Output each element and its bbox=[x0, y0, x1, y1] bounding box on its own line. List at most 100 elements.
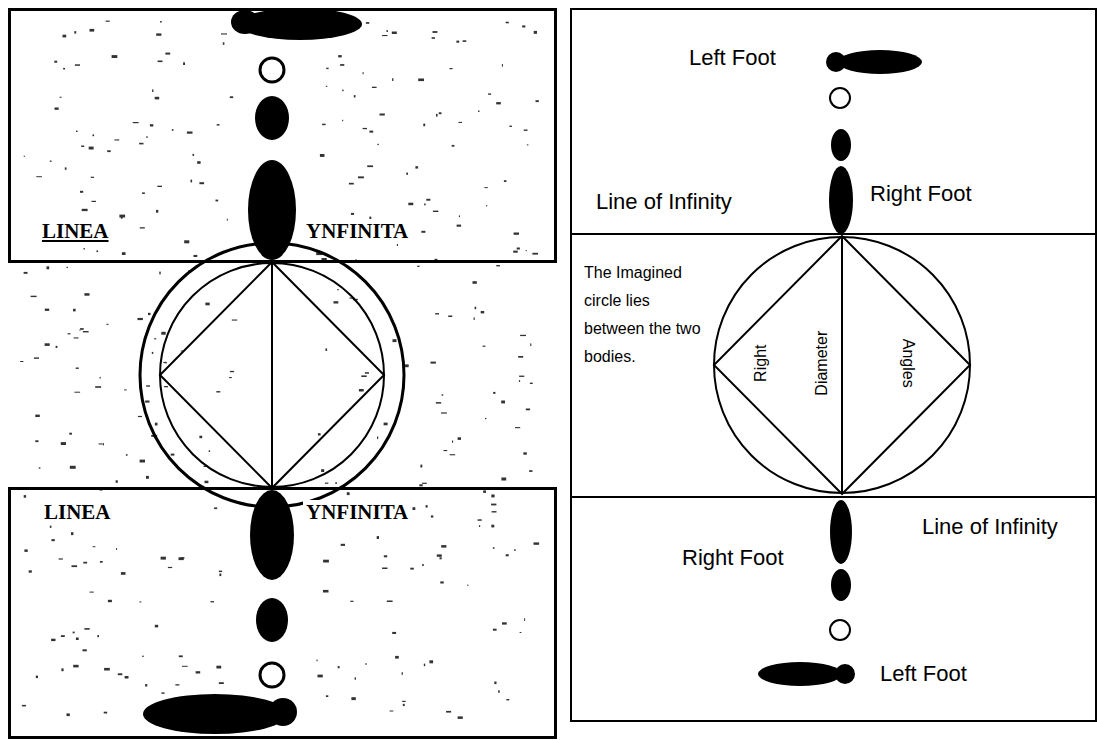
speck bbox=[484, 187, 487, 188]
speck bbox=[121, 572, 126, 575]
speck bbox=[519, 380, 520, 382]
speck bbox=[179, 655, 183, 657]
speck bbox=[318, 675, 323, 678]
speck bbox=[75, 64, 80, 66]
speck bbox=[478, 111, 480, 112]
speck bbox=[155, 423, 158, 426]
speck bbox=[214, 507, 217, 509]
speck bbox=[340, 64, 344, 66]
speck bbox=[84, 628, 89, 630]
speck bbox=[142, 656, 143, 657]
speck bbox=[183, 62, 185, 65]
speck bbox=[229, 377, 232, 378]
speck bbox=[227, 219, 228, 221]
speck bbox=[45, 309, 49, 311]
speck bbox=[355, 677, 356, 679]
speck bbox=[492, 511, 497, 512]
speck bbox=[92, 201, 97, 202]
speck bbox=[91, 177, 94, 178]
speck bbox=[106, 21, 110, 22]
speck bbox=[494, 682, 496, 685]
speck bbox=[403, 704, 405, 706]
speck bbox=[424, 204, 426, 206]
speck bbox=[161, 332, 165, 335]
speck bbox=[155, 97, 160, 100]
speck bbox=[108, 600, 112, 602]
speck bbox=[119, 215, 125, 218]
speck bbox=[230, 96, 233, 98]
speck bbox=[67, 267, 68, 268]
speck bbox=[93, 134, 95, 136]
speck bbox=[351, 213, 354, 215]
foot-label: Left Foot bbox=[880, 661, 967, 686]
speck bbox=[380, 114, 385, 116]
speck bbox=[532, 253, 538, 255]
speck bbox=[317, 660, 318, 662]
speck bbox=[419, 484, 423, 486]
speck bbox=[350, 601, 353, 602]
speck bbox=[60, 97, 62, 98]
speck bbox=[483, 490, 486, 493]
speck bbox=[320, 154, 325, 157]
speck bbox=[107, 150, 111, 152]
speck bbox=[323, 590, 329, 593]
speck bbox=[515, 427, 520, 428]
speck bbox=[59, 558, 63, 559]
speck bbox=[337, 289, 338, 290]
speck bbox=[431, 362, 436, 364]
speck bbox=[433, 211, 439, 212]
speck bbox=[209, 450, 210, 452]
speck bbox=[116, 480, 118, 483]
speck bbox=[72, 565, 78, 567]
speck bbox=[514, 233, 519, 235]
speck bbox=[321, 469, 324, 472]
speck bbox=[501, 478, 506, 481]
speck bbox=[106, 324, 108, 325]
speck bbox=[31, 296, 37, 297]
speck bbox=[20, 361, 23, 362]
speck bbox=[29, 570, 32, 572]
speck bbox=[524, 618, 525, 621]
speck bbox=[140, 227, 145, 228]
speck bbox=[146, 476, 149, 479]
field-band: Line of InfinityRight FootLeft Foot bbox=[570, 496, 1097, 722]
speck bbox=[410, 568, 414, 570]
geometry-figure bbox=[714, 236, 970, 494]
speck bbox=[104, 668, 110, 671]
speck bbox=[211, 601, 215, 602]
foot-label: Right Foot bbox=[682, 545, 784, 570]
speck bbox=[432, 37, 435, 39]
speck bbox=[22, 705, 26, 707]
figure-label: Right bbox=[753, 344, 771, 381]
speck bbox=[406, 173, 408, 175]
speck bbox=[69, 433, 72, 435]
speck bbox=[99, 443, 103, 444]
speck bbox=[326, 68, 328, 69]
plate-caption: LINEA bbox=[39, 219, 112, 243]
speck bbox=[441, 545, 446, 548]
speck bbox=[199, 436, 202, 439]
speck bbox=[463, 40, 467, 42]
speck bbox=[194, 255, 198, 257]
foot-label: Right Foot bbox=[870, 181, 972, 206]
speck bbox=[479, 525, 480, 527]
speck bbox=[483, 346, 486, 347]
speck bbox=[45, 343, 50, 346]
speck bbox=[124, 389, 127, 390]
line-label: Line of Infinity bbox=[922, 514, 1058, 539]
speck bbox=[377, 144, 378, 145]
speck bbox=[51, 639, 55, 641]
speck bbox=[76, 638, 79, 641]
speck bbox=[363, 128, 367, 129]
speck bbox=[76, 131, 78, 132]
speck bbox=[138, 318, 143, 320]
speck bbox=[446, 711, 451, 713]
speck bbox=[54, 61, 57, 63]
speck bbox=[402, 672, 403, 675]
speck bbox=[205, 303, 209, 306]
speck bbox=[24, 272, 28, 274]
speck bbox=[61, 442, 66, 445]
speck bbox=[457, 225, 462, 227]
speck bbox=[392, 632, 396, 634]
speck bbox=[156, 210, 158, 213]
